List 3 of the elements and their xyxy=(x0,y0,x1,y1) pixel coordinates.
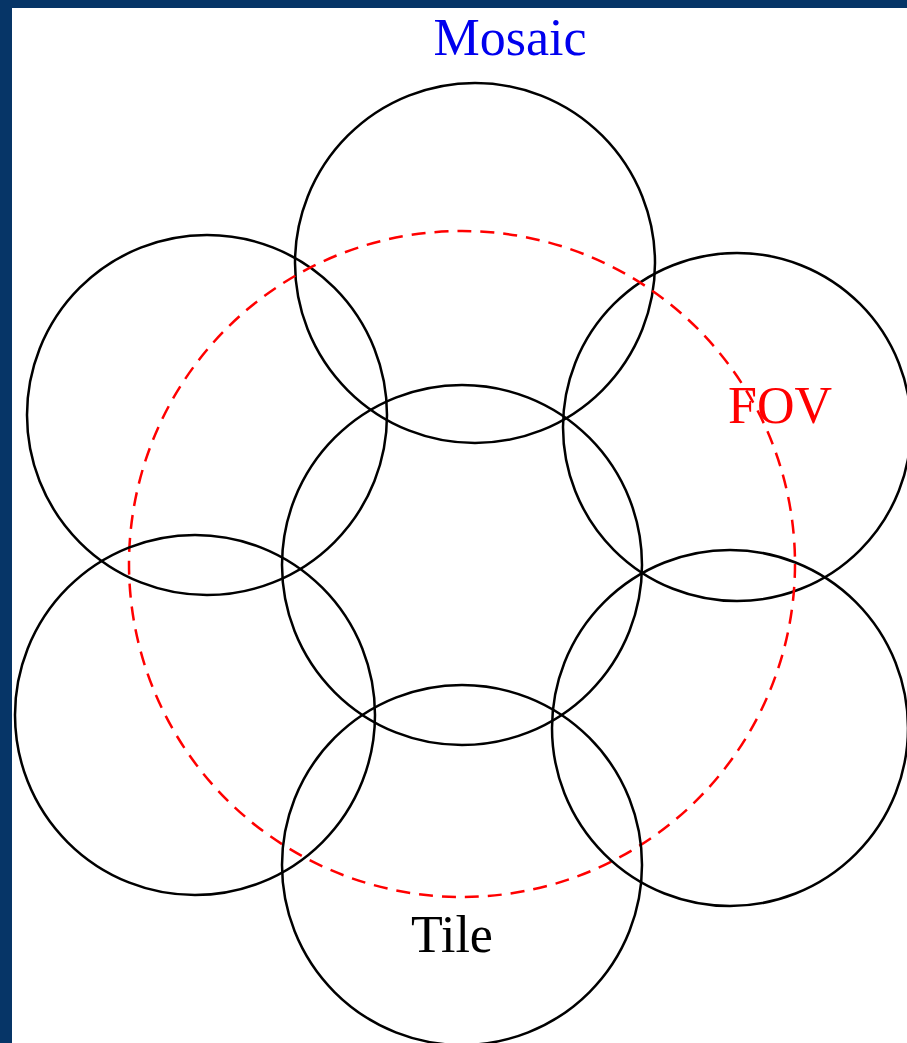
circle-label: Tile xyxy=(411,909,493,961)
diagram-title: Mosaic xyxy=(433,12,587,64)
field-of-view-label: FOV xyxy=(728,380,833,432)
